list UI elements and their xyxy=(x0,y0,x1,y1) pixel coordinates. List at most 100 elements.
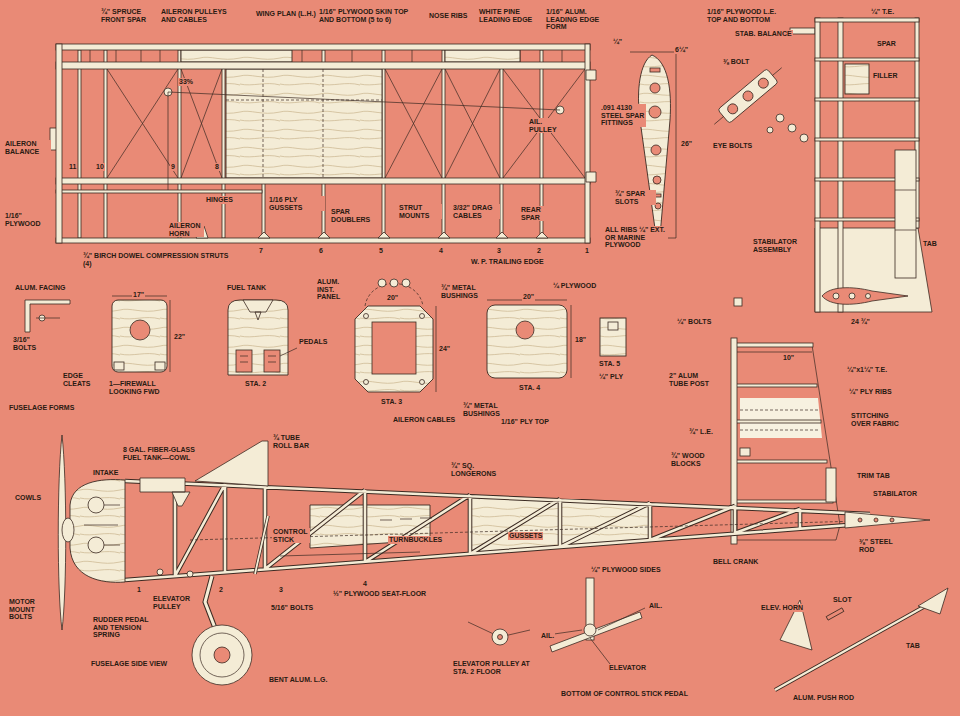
part-label: 5/16" BOLTS xyxy=(270,604,314,612)
part-label: AILERON CABLES xyxy=(392,416,456,424)
callout-number: 2 xyxy=(218,586,224,594)
part-label: 1/16" PLY TOP xyxy=(500,418,550,426)
dimension: 24" xyxy=(438,345,451,353)
part-label: ELEVATOR PULLEY xyxy=(152,595,194,610)
fuselage-side-view xyxy=(58,435,930,685)
callout-number: 10 xyxy=(95,163,105,171)
dimension: 6¼" xyxy=(674,46,689,54)
part-label: ELEV. HORN xyxy=(760,604,804,612)
part-label: AIL. PULLEY xyxy=(528,118,562,133)
part-label: ¼"x1¼" T.E. xyxy=(846,366,888,374)
part-label: ¾" METAL BUSHINGS xyxy=(462,402,526,417)
callout-number: 7 xyxy=(258,247,264,255)
part-label: GUSSETS xyxy=(508,532,543,540)
dimension: 24 ¾" xyxy=(850,318,871,326)
part-label: FUSELAGE FORMS xyxy=(8,404,75,412)
part-label: .091 4130 STEEL SPAR FITTINGS xyxy=(600,104,646,127)
part-label: AILERON BALANCE xyxy=(4,140,51,155)
part-label: AILERON HORN xyxy=(168,222,204,237)
part-label: TRIM TAB xyxy=(856,472,891,480)
part-label: ⅜ BOLT xyxy=(722,58,750,66)
part-label: 1/16" ALUM. LEADING EDGE FORM xyxy=(545,8,619,31)
dimension: 17" xyxy=(132,291,145,299)
part-label: 1/16 PLY GUSSETS xyxy=(268,196,325,211)
wing-plan xyxy=(50,44,596,243)
part-label: BOTTOM OF CONTROL STICK PEDAL xyxy=(560,690,689,698)
part-label: BELL CRANK xyxy=(712,558,759,566)
part-label: TAB xyxy=(905,642,921,650)
eye-bolt-detail xyxy=(709,61,808,142)
part-label: ⅜" STEEL ROD xyxy=(858,538,900,553)
part-label: BENT ALUM. L.G. xyxy=(268,676,328,684)
part-label: STAB. BALANCE xyxy=(734,30,793,38)
part-label: WING PLAN (L.H.) xyxy=(255,10,317,18)
dimension: 20" xyxy=(522,293,535,301)
part-label: NOSE RIBS xyxy=(428,12,469,20)
callout-number: 1 xyxy=(584,247,590,255)
part-label: STA. 2 xyxy=(244,380,267,388)
part-label: COWLS xyxy=(14,494,42,502)
part-label: ¾ TUBE ROLL BAR xyxy=(272,434,316,449)
part-label: ¾" SPRUCE FRONT SPAR xyxy=(100,8,157,23)
part-label: MOTOR MOUNT BOLTS xyxy=(8,598,52,621)
callout-number: 5 xyxy=(378,247,384,255)
callout-number: 9 xyxy=(170,163,176,171)
part-label: STABILATOR xyxy=(872,490,918,498)
callout-number: 1 xyxy=(136,586,142,594)
part-label: RUDDER PEDAL AND TENSION SPRING xyxy=(92,616,158,639)
part-label: ¼" PLYWOOD SIDES xyxy=(590,566,662,574)
part-label: ALUM. FACING xyxy=(14,284,67,292)
part-label: 3/16" BOLTS xyxy=(12,336,44,351)
part-label: 1/16" PLYWOOD xyxy=(4,212,54,227)
callout-number: 2 xyxy=(536,247,542,255)
part-label: ¼" PLY xyxy=(598,373,624,381)
part-label: TURNBUCKLES xyxy=(388,536,443,544)
callout-number: 3 xyxy=(278,586,284,594)
callout-number: 8 xyxy=(214,163,220,171)
part-label: FILLER xyxy=(872,72,899,80)
part-label: WHITE PINE LEADING EDGE xyxy=(478,8,540,23)
part-label: STA. 5 xyxy=(598,360,621,368)
part-label: ¾" METAL BUSHINGS xyxy=(440,284,504,299)
part-label: 3/32" DRAG CABLES xyxy=(452,204,500,219)
control-details xyxy=(468,578,948,690)
part-label: ¼" PLY RIBS xyxy=(848,388,893,396)
part-label: ¼" T.E. xyxy=(870,8,895,16)
part-label: REAR SPAR xyxy=(520,206,554,221)
part-label: 2" ALUM TUBE POST xyxy=(668,372,714,387)
part-label: 1—FIREWALL LOOKING FWD xyxy=(108,380,182,395)
part-label: ¼" BOLTS xyxy=(676,318,712,326)
part-label: ELEVATOR PULLEY AT STA. 2 FLOOR xyxy=(452,660,538,675)
part-label: SPAR xyxy=(876,40,897,48)
part-label: ¾" SQ. LONGERONS xyxy=(450,462,510,477)
part-label: FUSELAGE SIDE VIEW xyxy=(90,660,168,668)
callout-number: 3 xyxy=(496,247,502,255)
part-label: ALL RIBS ¼" EXT. OR MARINE PLYWOOD xyxy=(604,226,668,249)
part-label: 1/16" PLYWOOD L.E. TOP AND BOTTOM xyxy=(706,8,780,23)
callout-number: 4 xyxy=(438,247,444,255)
part-label: ALUM. PUSH ROD xyxy=(792,694,855,702)
part-label: INTAKE xyxy=(92,469,120,477)
part-label: ½" PLYWOOD SEAT-FLOOR xyxy=(332,590,427,598)
dimension: 18" xyxy=(574,336,587,344)
part-label: SPAR DOUBLERS xyxy=(330,208,372,223)
dimension: 26" xyxy=(680,140,693,148)
part-label: ALUM. INST. PANEL xyxy=(316,278,352,301)
dimension: ¼" xyxy=(612,38,623,46)
part-label: AIL. xyxy=(648,602,663,610)
part-label: ¾" L.E. xyxy=(688,428,714,436)
part-label: ¾" SPAR SLOTS xyxy=(614,190,656,205)
part-label: AILERON PULLEYS AND CABLES xyxy=(160,8,232,23)
callout-number: 6 xyxy=(318,247,324,255)
rib-profile xyxy=(630,52,676,238)
part-label: ¼ PLYWOOD xyxy=(552,282,597,290)
part-label: W. P. TRAILING EDGE xyxy=(470,258,545,266)
part-label: SLOT xyxy=(832,596,853,604)
part-label: ¾" BIRCH DOWEL COMPRESSION STRUTS (4) xyxy=(82,252,234,267)
part-label: STA. 4 xyxy=(518,384,541,392)
part-label: ¾" WOOD BLOCKS xyxy=(670,452,727,467)
part-label: STABILATOR ASSEMBLY xyxy=(752,238,799,253)
callout-number: 4 xyxy=(362,580,368,588)
